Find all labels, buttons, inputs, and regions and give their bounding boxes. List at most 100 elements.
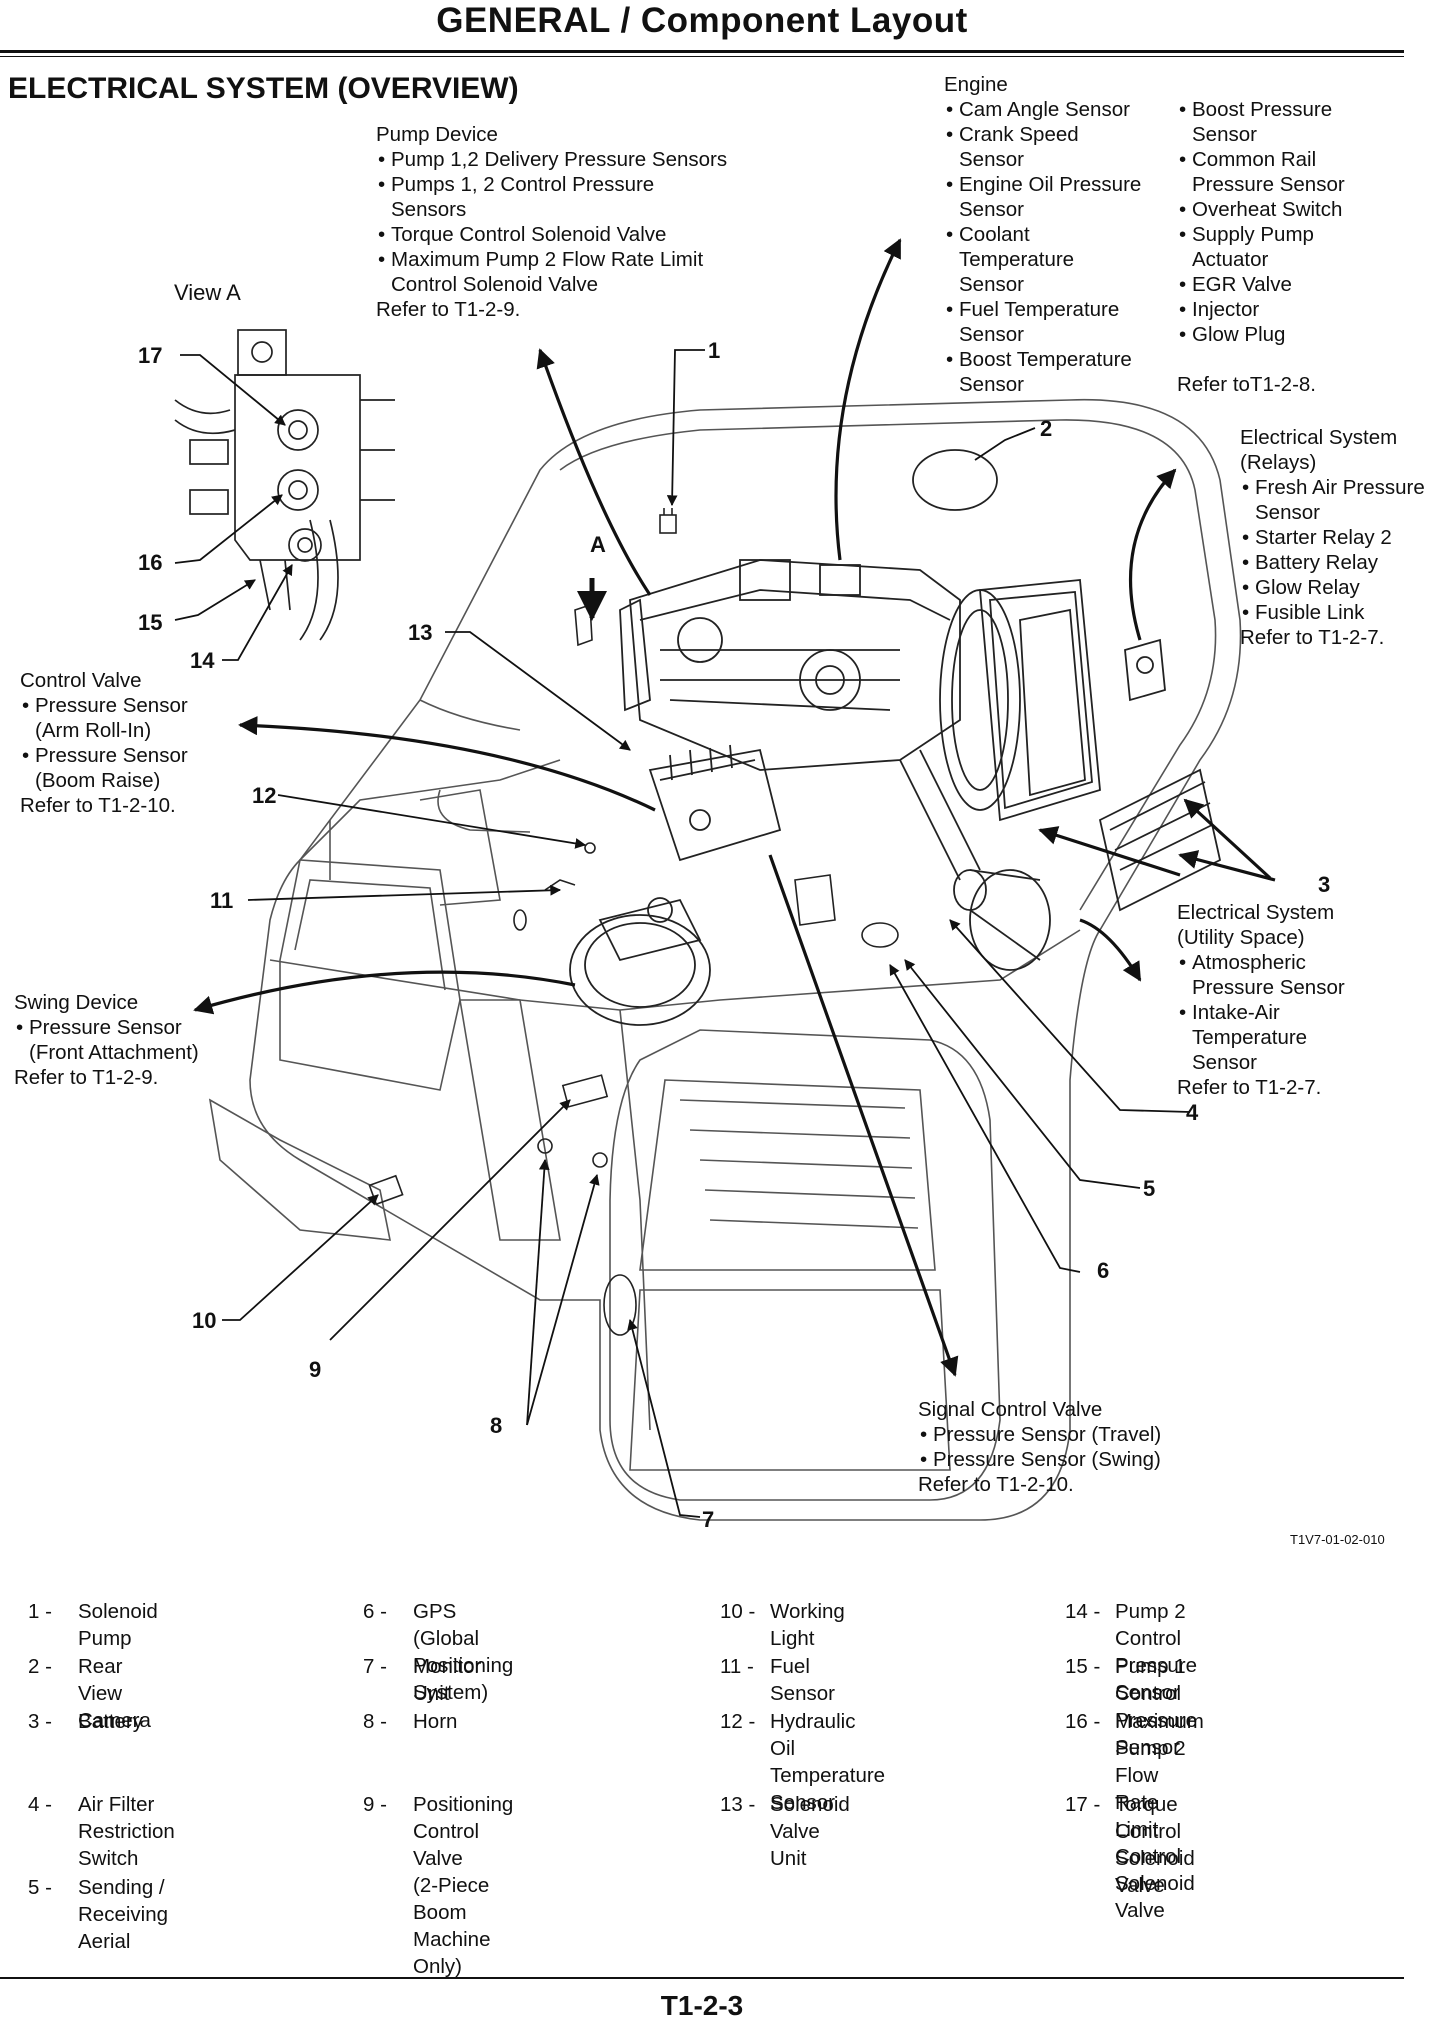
callout-heading: Signal Control Valve <box>918 1398 1103 1421</box>
leader-arrows <box>193 238 1276 1377</box>
label-12: 12 <box>252 783 277 808</box>
legend: 1 -Solenoid Pump 2 -Rear View Camera 3 -… <box>0 1598 1420 1978</box>
callout-ref: Refer to T1-2-7. <box>1177 1076 1322 1099</box>
legend-item: 10 -Working Light <box>720 1600 845 1650</box>
radiator <box>939 579 1101 822</box>
legend-item: 3 -Battery <box>28 1710 143 1733</box>
callout-ref: Refer to T1-2-9. <box>14 1066 159 1089</box>
callout-item: Fusible Link <box>1240 600 1425 625</box>
callout-control-valve: Control Valve Pressure Sensor(Arm Roll-I… <box>20 668 188 818</box>
callout-item: Pressure Sensor(Front Attachment) <box>14 1015 199 1065</box>
legend-item: 7 -Monitor Unit <box>363 1655 482 1705</box>
figure-code: T1V7-01-02-010 <box>1290 1532 1385 1547</box>
engine-block <box>619 559 961 771</box>
callout-item: Injector <box>1177 297 1345 322</box>
view-a-marker: A <box>590 532 606 557</box>
legend-item: 8 -Horn <box>363 1710 458 1733</box>
callout-ref: Refer to T1-2-10. <box>918 1473 1074 1496</box>
callout-item: EGR Valve <box>1177 272 1345 297</box>
label-10: 10 <box>192 1308 217 1333</box>
callout-swing-device: Swing Device Pressure Sensor(Front Attac… <box>14 990 199 1090</box>
legend-item: 14 -Pump 2 Control Pressure Sensor <box>1065 1600 1198 1704</box>
legend-item: 5 -Sending / Receiving Aerial <box>28 1876 169 1953</box>
callout-heading: Electrical System (Utility Space) <box>1177 901 1335 949</box>
legend-item: 17 -Torque Control Solenoid Valve <box>1065 1793 1195 1897</box>
legend-item: 12 -Hydraulic Oil Temperature Sensor <box>720 1710 886 1814</box>
battery-box <box>1098 768 1222 912</box>
view-a-inset <box>174 329 395 641</box>
callout-relays: Electrical System (Relays) Fresh Air Pre… <box>1240 425 1425 650</box>
header-rule-thin <box>0 56 1404 57</box>
callout-ref: Refer to T1-2-9. <box>376 298 521 321</box>
header-rule <box>0 50 1404 53</box>
solenoid-valve-unit <box>648 744 782 862</box>
label-15: 15 <box>138 610 163 635</box>
rear-view-camera <box>912 449 998 511</box>
legend-item: 4 -Air Filter Restriction Switch <box>28 1793 175 1870</box>
cab-outline <box>609 1029 1001 1501</box>
label-6: 6 <box>1097 1258 1110 1283</box>
label-4: 4 <box>1186 1100 1199 1125</box>
solenoid-pump <box>659 508 677 534</box>
relay-box <box>1124 638 1166 702</box>
legend-item: 15 -Pump 1 Control Pressure Sensor <box>1065 1655 1198 1759</box>
label-3: 3 <box>1318 872 1331 897</box>
callout-ref: Refer to T1-2-7. <box>1240 626 1385 649</box>
label-11: 11 <box>210 888 234 913</box>
page-title: GENERAL / Component Layout <box>436 1 968 40</box>
callout-utility-space: Electrical System (Utility Space) Atmosp… <box>1177 900 1345 1100</box>
legend-item: 13 -Solenoid Valve Unit <box>720 1793 850 1870</box>
callout-engine: Engine Cam Angle Sensor Crank SpeedSenso… <box>944 72 1141 397</box>
callout-item: Torque Control Solenoid Valve <box>376 222 727 247</box>
view-a-label: View A <box>174 280 241 305</box>
legend-item: 6 -GPS (Global Positioning System) <box>363 1600 514 1704</box>
legend-item: 9 -Positioning Control Valve (2-Piece Bo… <box>363 1793 514 1978</box>
callout-heading: Engine <box>944 73 1008 96</box>
callout-item: Pressure Sensor(Boom Raise) <box>20 743 188 793</box>
callout-item: Pressure Sensor (Travel) <box>918 1422 1161 1447</box>
label-1: 1 <box>708 338 721 363</box>
callout-heading: Control Valve <box>20 669 142 692</box>
callout-item: Pump 1,2 Delivery Pressure Sensors <box>376 147 727 172</box>
legend-item: 11 -Fuel Sensor <box>720 1655 835 1705</box>
callout-signal-control-valve: Signal Control Valve Pressure Sensor (Tr… <box>918 1397 1161 1497</box>
small-components <box>368 603 899 1336</box>
callout-ref: Refer to T1-2-10. <box>20 794 176 817</box>
callout-heading: Electrical System (Relays) <box>1240 426 1398 474</box>
label-5: 5 <box>1143 1176 1156 1201</box>
swing-device <box>569 897 711 1026</box>
footer-rule <box>0 1977 1404 1979</box>
air-cleaner <box>899 749 1051 971</box>
leader-lines <box>174 349 1191 1518</box>
label-2: 2 <box>1040 416 1053 441</box>
callout-pump-device: Pump Device Pump 1,2 Delivery Pressure S… <box>376 122 727 322</box>
label-17: 17 <box>138 343 163 368</box>
section-title: ELECTRICAL SYSTEM (OVERVIEW) <box>8 72 519 105</box>
label-7: 7 <box>702 1507 715 1532</box>
callout-item: Overheat Switch <box>1177 197 1345 222</box>
callout-item: Pressure Sensor (Swing) <box>918 1447 1161 1472</box>
callout-item: Starter Relay 2 <box>1240 525 1425 550</box>
callout-ref: Refer toT1-2-8. <box>1177 373 1316 396</box>
label-13: 13 <box>408 620 433 645</box>
label-8: 8 <box>490 1413 503 1438</box>
label-16: 16 <box>138 550 163 575</box>
legend-item: 1 -Solenoid Pump <box>28 1600 158 1650</box>
legend-item: 2 -Rear View Camera <box>28 1655 151 1732</box>
callout-item: Pressure Sensor(Arm Roll-In) <box>20 693 188 743</box>
callout-item: Glow Plug <box>1177 322 1345 347</box>
callout-heading: Swing Device <box>14 991 139 1014</box>
